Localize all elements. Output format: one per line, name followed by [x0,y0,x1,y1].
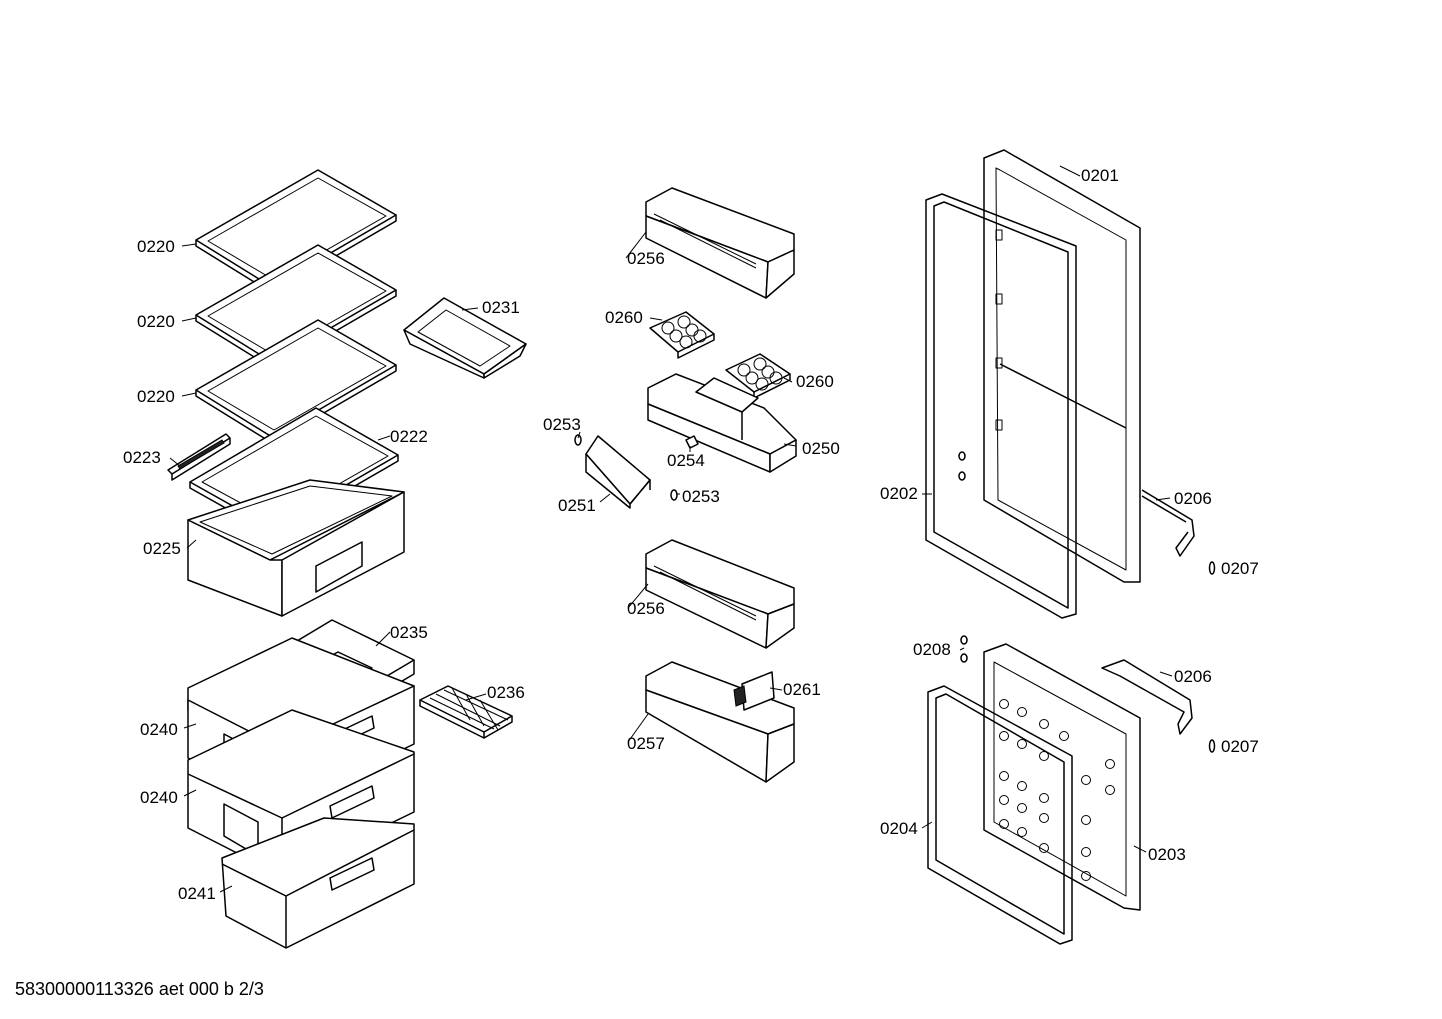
clip-0253-bottom [670,489,678,501]
label-0220-middle: 0220 [137,312,175,331]
door-bin-0256-top [645,187,795,299]
label-0207-bottom: 0207 [1221,737,1259,756]
label-0256-middle: 0256 [627,599,665,618]
label-0231: 0231 [482,298,520,317]
label-0253-bottom: 0253 [682,487,720,506]
hinge-0206-top [1141,489,1195,557]
label-0207-top: 0207 [1221,559,1259,578]
label-0208: 0208 [913,640,951,659]
clip-0253-top [574,434,582,446]
door-gasket-0202 [925,193,1077,619]
divider-0261 [733,671,775,711]
label-0201: 0201 [1081,166,1119,185]
document-code-footer: 58300000113326 aet 000 b 2/3 [15,979,264,999]
label-0206-top: 0206 [1174,489,1212,508]
label-0202: 0202 [880,484,918,503]
label-0241: 0241 [178,884,216,903]
egg-tray-0260-right [725,353,791,399]
label-0254: 0254 [667,451,705,470]
screw-0207-bottom [1208,739,1216,753]
label-0223: 0223 [123,448,161,467]
screw-0208 [958,451,968,663]
ice-tray-0236 [419,685,513,739]
fridge-door-0201 [983,149,1141,583]
flap-0251 [585,435,651,509]
label-0240-top: 0240 [140,720,178,739]
leader-lines [169,165,1173,893]
label-0220-lower: 0220 [137,387,175,406]
label-0250: 0250 [802,439,840,458]
label-0204: 0204 [880,819,918,838]
freezer-drawer-0241 [221,817,415,949]
egg-tray-0260-left [649,311,715,359]
crisper-drawer-0225 [187,479,405,617]
label-0260-right: 0260 [796,372,834,391]
freezer-door-0203 [983,643,1141,911]
label-0257: 0257 [627,734,665,753]
label-0225: 0225 [143,539,181,558]
label-0235: 0235 [390,623,428,642]
label-0253-top: 0253 [543,415,581,434]
label-0236: 0236 [487,683,525,702]
door-bin-0250 [647,373,797,473]
screw-0207-top [1208,561,1216,575]
label-0222: 0222 [390,427,428,446]
hinge-0206-bottom [1101,659,1193,735]
door-gasket-0204 [927,685,1073,945]
label-0203: 0203 [1148,845,1186,864]
label-0256-top: 0256 [627,249,665,268]
label-0220-top: 0220 [137,237,175,256]
door-bin-0256-middle [645,539,795,649]
label-0260-left: 0260 [605,308,643,327]
label-0206-bottom: 0206 [1174,667,1212,686]
strip-0223 [167,433,231,481]
clip-0254 [685,435,699,449]
door-bin-0257 [645,661,795,783]
label-0261: 0261 [783,680,821,699]
label-0240-bottom: 0240 [140,788,178,807]
tray-0231 [403,297,527,379]
label-0251: 0251 [558,496,596,515]
